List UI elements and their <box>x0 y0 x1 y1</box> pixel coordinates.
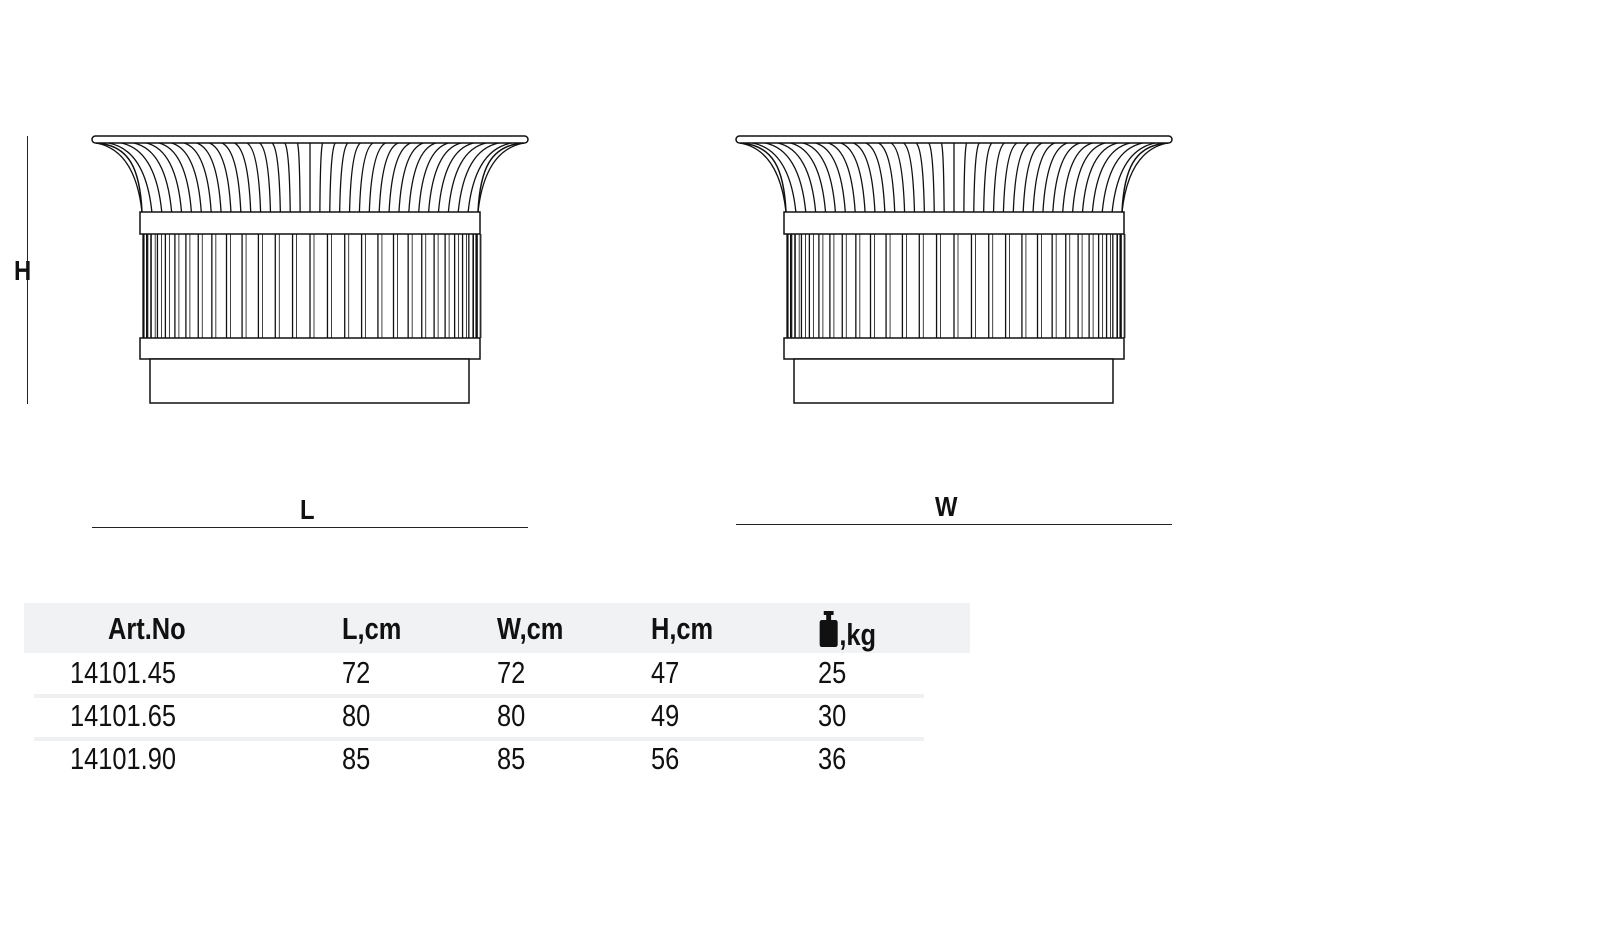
capital-front-view <box>91 135 529 404</box>
row-divider <box>34 694 924 698</box>
cell-height: 49 <box>651 698 680 733</box>
header-weight: ,kg <box>818 611 876 653</box>
cell-length: 85 <box>342 741 371 776</box>
cell-weight: 36 <box>818 741 847 776</box>
cell-weight: 25 <box>818 655 847 690</box>
cell-height: 47 <box>651 655 680 690</box>
cell-width: 80 <box>497 698 526 733</box>
height-dimension-line <box>27 136 28 404</box>
height-label: H <box>14 255 32 286</box>
header-length: L,cm <box>342 611 402 646</box>
width-label: W <box>935 491 958 522</box>
table-row: 14101.45 72 72 47 25 <box>24 653 970 698</box>
capital-side-view <box>735 135 1173 404</box>
width-dimension-line <box>736 524 1172 525</box>
cell-length: 80 <box>342 698 371 733</box>
table-row: 14101.90 85 85 56 36 <box>24 739 970 782</box>
header-art-no: Art.No <box>108 611 186 646</box>
cell-weight: 30 <box>818 698 847 733</box>
table-header: Art.No L,cm W,cm H,cm ,kg <box>24 603 970 653</box>
row-divider <box>34 737 924 741</box>
weight-icon <box>819 611 838 647</box>
cell-art-no: 14101.65 <box>70 698 177 733</box>
cell-width: 85 <box>497 741 526 776</box>
cell-length: 72 <box>342 655 371 690</box>
cell-art-no: 14101.45 <box>70 655 177 690</box>
table-row: 14101.65 80 80 49 30 <box>24 696 970 741</box>
spec-table: Art.No L,cm W,cm H,cm ,kg 14101.45 72 72 47… <box>24 603 970 782</box>
header-height: H,cm <box>651 611 714 646</box>
header-weight-label: ,kg <box>839 617 877 652</box>
header-width: W,cm <box>497 611 564 646</box>
cell-height: 56 <box>651 741 680 776</box>
cell-width: 72 <box>497 655 526 690</box>
length-label: L <box>300 494 315 525</box>
length-dimension-line <box>92 527 528 528</box>
cell-art-no: 14101.90 <box>70 741 177 776</box>
